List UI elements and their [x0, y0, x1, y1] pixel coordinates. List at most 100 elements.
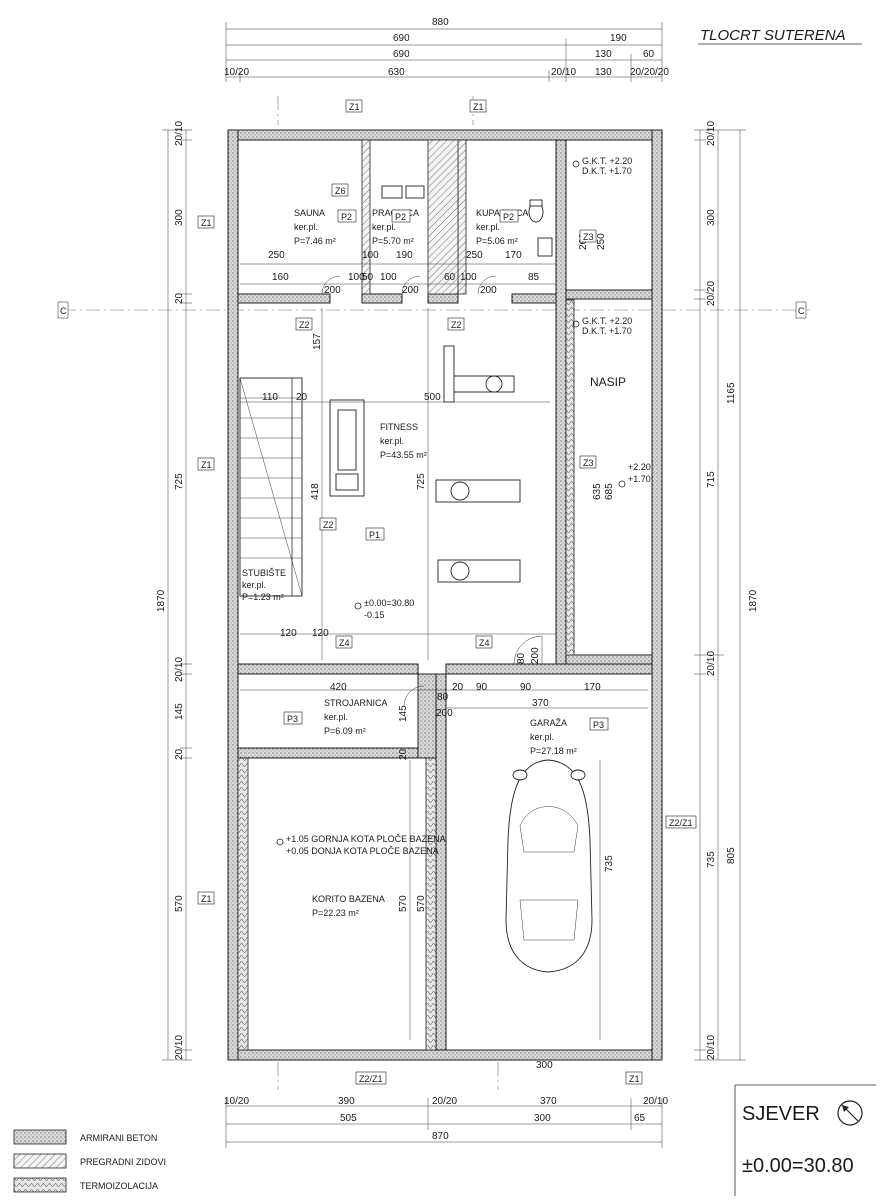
tag-z2-b: Z2 — [451, 320, 462, 330]
bottom-dimensions: 10/20 390 20/20 370 20/10 505 300 65 870 — [224, 1096, 668, 1148]
dim-20a: 20 — [296, 392, 308, 403]
dim-bottom-370: 370 — [540, 1096, 557, 1107]
level-pool-top: +1.05 GORNJA KOTA PLOČE BAZENA — [286, 834, 446, 844]
dim-top-20-10: 20/10 — [551, 67, 576, 78]
tag-p2-praonica: P2 — [395, 212, 406, 222]
level-pool-bottom: +0.05 DONJA KOTA PLOČE BAZENA — [286, 846, 439, 856]
dim-bottom-505: 505 — [340, 1113, 357, 1124]
car-symbol — [505, 759, 593, 973]
legend-swatch-concrete — [13, 1129, 67, 1145]
dim-200f: 200 — [436, 708, 453, 719]
dim-170b: 170 — [584, 682, 601, 693]
dim-110: 110 — [262, 392, 278, 403]
level-nasip-b: +1.70 — [628, 474, 651, 484]
plan-title: TLOCRT SUTERENA — [700, 27, 846, 44]
room-sauna-area: P=7.46 m² — [294, 236, 336, 246]
dim-100b: 100 — [348, 272, 365, 283]
axis-label-left: C — [60, 306, 67, 316]
axis-marker-right — [795, 301, 807, 319]
dim-300: 300 — [536, 1060, 553, 1071]
level-dkt-b: D.K.T. +1.70 — [582, 326, 632, 336]
dim-725a: 725 — [416, 473, 427, 490]
dim-85: 85 — [528, 272, 540, 283]
dim-left-20a: 20 — [174, 292, 185, 304]
dim-bottom-total: 870 — [432, 1131, 449, 1142]
level-gkt-b: G.K.T. +2.20 — [582, 316, 632, 326]
dim-100a: 100 — [362, 250, 379, 261]
dim-145: 145 — [398, 705, 409, 722]
tag-z2z1-right: Z2/Z1 — [669, 818, 693, 828]
tag-z1-top-a: Z1 — [349, 102, 360, 112]
tag-z4-a: Z4 — [339, 638, 350, 648]
north-box: SJEVER ±0.00=30.80 — [734, 1084, 876, 1196]
dim-bottom-10-20: 10/20 — [224, 1096, 249, 1107]
dim-200b: 200 — [402, 285, 419, 296]
tag-z2-c: Z2 — [323, 520, 334, 530]
tag-p2-sauna: P2 — [341, 212, 352, 222]
dim-right-c: 20/10 — [706, 1035, 717, 1060]
level-fitness-sub: -0.15 — [364, 610, 385, 620]
dim-right-805: 805 — [726, 847, 737, 864]
room-praonica-floor: ker.pl. — [372, 222, 396, 232]
room-garaza-name: GARAŽA — [530, 718, 567, 728]
dim-right-300: 300 — [706, 209, 717, 226]
dim-90b: 90 — [520, 682, 532, 693]
dim-top-130b: 130 — [595, 67, 612, 78]
dim-bottom-300: 300 — [534, 1113, 551, 1124]
dim-left-145: 145 — [174, 703, 185, 720]
dim-570b: 570 — [416, 895, 427, 912]
dim-250b: 250 — [466, 250, 483, 261]
dim-right-b: 20/10 — [706, 651, 717, 676]
dim-90a: 90 — [476, 682, 488, 693]
dim-top-630: 630 — [388, 67, 405, 78]
room-strojarnica-area: P=6.09 m² — [324, 726, 366, 736]
dim-left-b: 20/10 — [174, 657, 185, 682]
north-label: SJEVER — [742, 1103, 820, 1125]
legend: ARMIRANI BETON PREGRADNI ZIDOVI TERMOIZO… — [13, 1129, 166, 1193]
dim-370: 370 — [532, 698, 549, 709]
dim-left-570: 570 — [174, 895, 185, 912]
room-fitness-area: P=43.55 m² — [380, 450, 427, 460]
level-fitness: ±0.00=30.80 — [364, 598, 414, 608]
tag-z4-b: Z4 — [479, 638, 490, 648]
tag-p3-strojarnica: P3 — [287, 714, 298, 724]
dim-right-735: 735 — [706, 851, 717, 868]
staircase — [239, 377, 303, 597]
tag-z2-a: Z2 — [299, 320, 310, 330]
axis-marker-left — [57, 301, 69, 319]
room-fitness-floor: ker.pl. — [380, 436, 404, 446]
inner-dimension-texts: 250 100 190 250 170 160 100 50 100 60 10… — [262, 250, 601, 1071]
legend-label-concrete: ARMIRANI BETON — [80, 1133, 157, 1143]
level-gkt-a: G.K.T. +2.20 — [582, 156, 632, 166]
tag-z1-bottom: Z1 — [629, 1074, 640, 1084]
tag-z2z1-bottom: Z2/Z1 — [359, 1074, 383, 1084]
dim-top-total: 880 — [432, 17, 449, 28]
dim-left-a: 20/10 — [174, 121, 185, 146]
tag-z1-left-c: Z1 — [201, 894, 212, 904]
room-fitness-name: FITNESS — [380, 422, 418, 432]
tag-p1: P1 — [369, 530, 380, 540]
dim-100d: 100 — [460, 272, 477, 283]
dim-top-10-20: 10/20 — [224, 67, 249, 78]
level-nasip-a: +2.20 — [628, 462, 651, 472]
dim-250c: 250 — [596, 233, 607, 250]
tag-z3-a: Z3 — [583, 232, 594, 242]
tag-z6: Z6 — [335, 186, 346, 196]
dim-418: 418 — [310, 483, 321, 500]
dim-100c: 100 — [380, 272, 397, 283]
dim-60a: 60 — [444, 272, 456, 283]
dim-200c: 200 — [480, 285, 497, 296]
dim-top-690b: 690 — [393, 49, 410, 60]
dim-735: 735 — [604, 855, 615, 872]
dim-left-total: 1870 — [156, 589, 167, 612]
type-tags: P2 P2 P2 P1 P3 P3 Z1 Z1 Z1 Z1 Z1 Z1 Z3 Z… — [197, 99, 697, 1085]
dim-250a: 250 — [268, 250, 285, 261]
room-bazen-area: P=22.23 m² — [312, 908, 359, 918]
dim-top-20-20-20: 20/20/20 — [630, 67, 669, 78]
dim-20c: 20 — [398, 748, 409, 760]
dim-right-20-20: 20/20 — [706, 281, 717, 306]
dim-right-total: 1870 — [748, 589, 759, 612]
room-bazen-name: KORITO BAZENA — [312, 894, 385, 904]
level-dkt-a: D.K.T. +1.70 — [582, 166, 632, 176]
tag-z1-left-a: Z1 — [201, 218, 212, 228]
